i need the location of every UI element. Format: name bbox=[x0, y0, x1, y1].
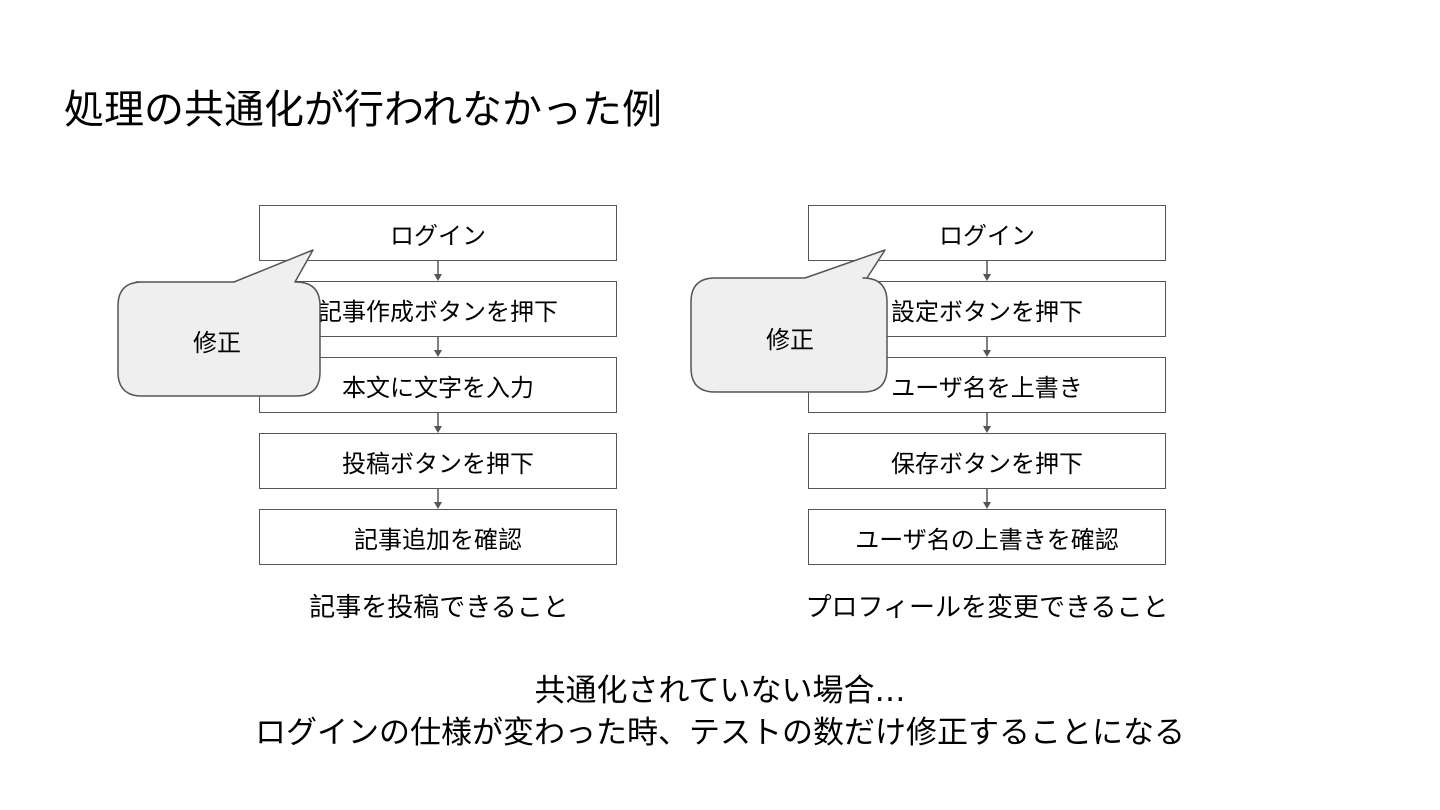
speech-bubble-callout bbox=[117, 249, 321, 397]
arrow-down-icon bbox=[434, 261, 442, 281]
callout-label: 修正 bbox=[766, 326, 814, 354]
arrow-down-icon bbox=[434, 489, 442, 509]
callout-label: 修正 bbox=[193, 329, 241, 357]
arrow-down-icon bbox=[983, 489, 991, 509]
arrow-down-icon bbox=[983, 261, 991, 281]
speech-bubble-callout bbox=[690, 249, 888, 393]
flow-step: ユーザ名の上書きを確認 bbox=[808, 509, 1166, 565]
arrow-down-icon bbox=[983, 413, 991, 433]
flow-caption: 記事を投稿できること bbox=[309, 593, 569, 623]
flow-step: 保存ボタンを押下 bbox=[808, 433, 1166, 489]
flow-step: ログイン bbox=[808, 205, 1166, 261]
flow-step: 記事追加を確認 bbox=[259, 509, 617, 565]
conclusion-line-1: 共通化されていない場合… bbox=[534, 673, 906, 709]
flow-step: ログイン bbox=[259, 205, 617, 261]
flow-caption: プロフィールを変更できること bbox=[805, 593, 1169, 623]
conclusion-line-2: ログインの仕様が変わった時、テストの数だけ修正することになる bbox=[255, 715, 1185, 751]
arrow-down-icon bbox=[434, 413, 442, 433]
flow-step: 投稿ボタンを押下 bbox=[259, 433, 617, 489]
arrow-down-icon bbox=[434, 337, 442, 357]
arrow-down-icon bbox=[983, 337, 991, 357]
page-title: 処理の共通化が行われなかった例 bbox=[64, 87, 662, 133]
